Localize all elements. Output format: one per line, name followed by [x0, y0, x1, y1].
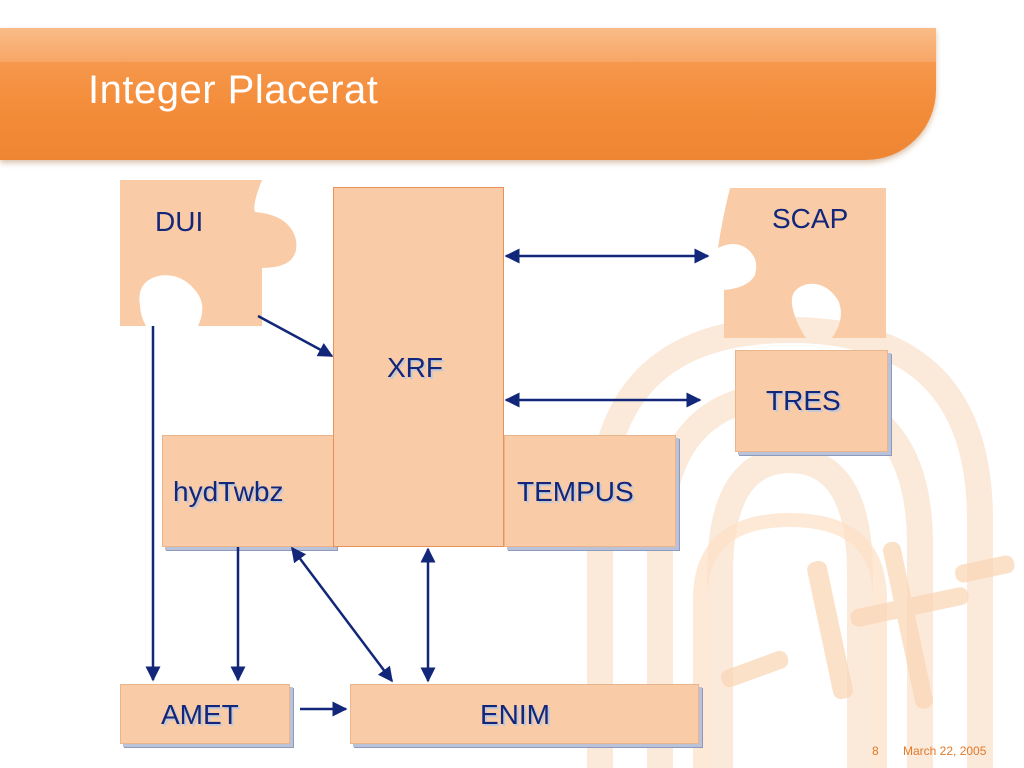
title-banner-highlight: [0, 28, 936, 62]
node-enim: ENIM: [350, 684, 699, 744]
page-title: Integer Placerat: [88, 68, 379, 112]
node-enim-label: ENIM: [480, 699, 550, 730]
node-tres: TRES: [735, 350, 888, 452]
page-number: 8: [872, 744, 879, 758]
puzzle-piece-dui: [120, 180, 297, 326]
node-amet-label: AMET: [161, 699, 239, 730]
node-hydtwbz-label: hydTwbz: [173, 476, 284, 507]
node-scap-label: SCAP: [772, 203, 849, 234]
arrow-dui-to-xrf: [257, 314, 334, 358]
node-tempus: TEMPUS: [504, 435, 676, 547]
node-amet: AMET: [120, 684, 290, 744]
title-banner: [0, 28, 936, 160]
node-dui-label: DUI: [155, 206, 204, 237]
node-xrf-label: XRF: [387, 352, 443, 383]
node-tres-label: TRES: [766, 385, 841, 416]
node-tempus-label: TEMPUS: [517, 476, 634, 507]
node-xrf: XRF: [333, 187, 504, 547]
puzzle-piece-scap: [718, 188, 886, 338]
slide-date: March 22, 2005: [903, 744, 987, 758]
arrow-hydtwbz-enim: [291, 546, 393, 683]
